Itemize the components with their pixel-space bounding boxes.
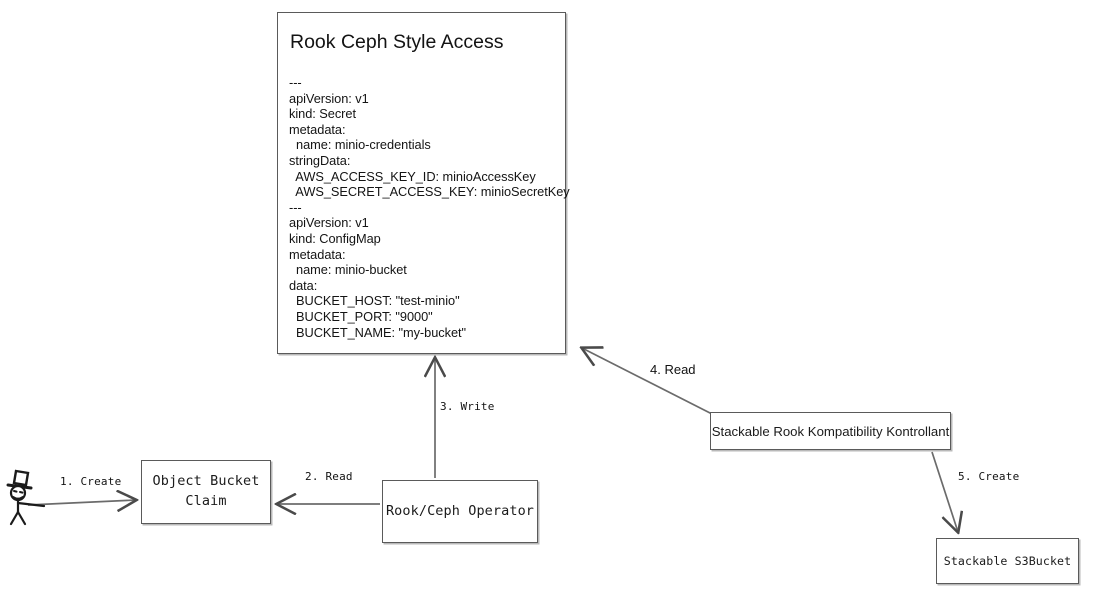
user-stick-figure-icon: [6, 469, 46, 526]
node-label: Rook/Ceph Operator: [385, 502, 535, 519]
node-label: Stackable Rook Kompatibility Kontrollant: [711, 423, 950, 439]
edge-label-3-write: 3. Write: [440, 400, 495, 413]
card-title: Rook Ceph Style Access: [290, 31, 504, 53]
edge-label-2-read: 2. Read: [305, 470, 353, 483]
node-stackable-s3bucket[interactable]: Stackable S3Bucket: [936, 538, 1079, 584]
node-object-bucket-claim[interactable]: Object Bucket Claim: [141, 460, 271, 524]
node-stackable-rook-kompatibility-kontrollant[interactable]: Stackable Rook Kompatibility Kontrollant: [710, 412, 951, 450]
edge-5-create: [931, 451, 958, 532]
edge-label-4-read: 4. Read: [650, 362, 696, 377]
node-label: Object Bucket Claim: [152, 473, 260, 509]
card-yaml-body: --- apiVersion: v1 kind: Secret metadata…: [289, 75, 570, 340]
rook-ceph-style-access-card[interactable]: Rook Ceph Style Access --- apiVersion: v…: [277, 12, 570, 354]
edge-label-5-create: 5. Create: [958, 470, 1020, 483]
node-label: Stackable S3Bucket: [943, 553, 1072, 568]
edge-label-1-create: 1. Create: [60, 475, 122, 488]
node-rook-ceph-operator[interactable]: Rook/Ceph Operator: [382, 480, 538, 543]
edge-4-read: [582, 348, 713, 415]
